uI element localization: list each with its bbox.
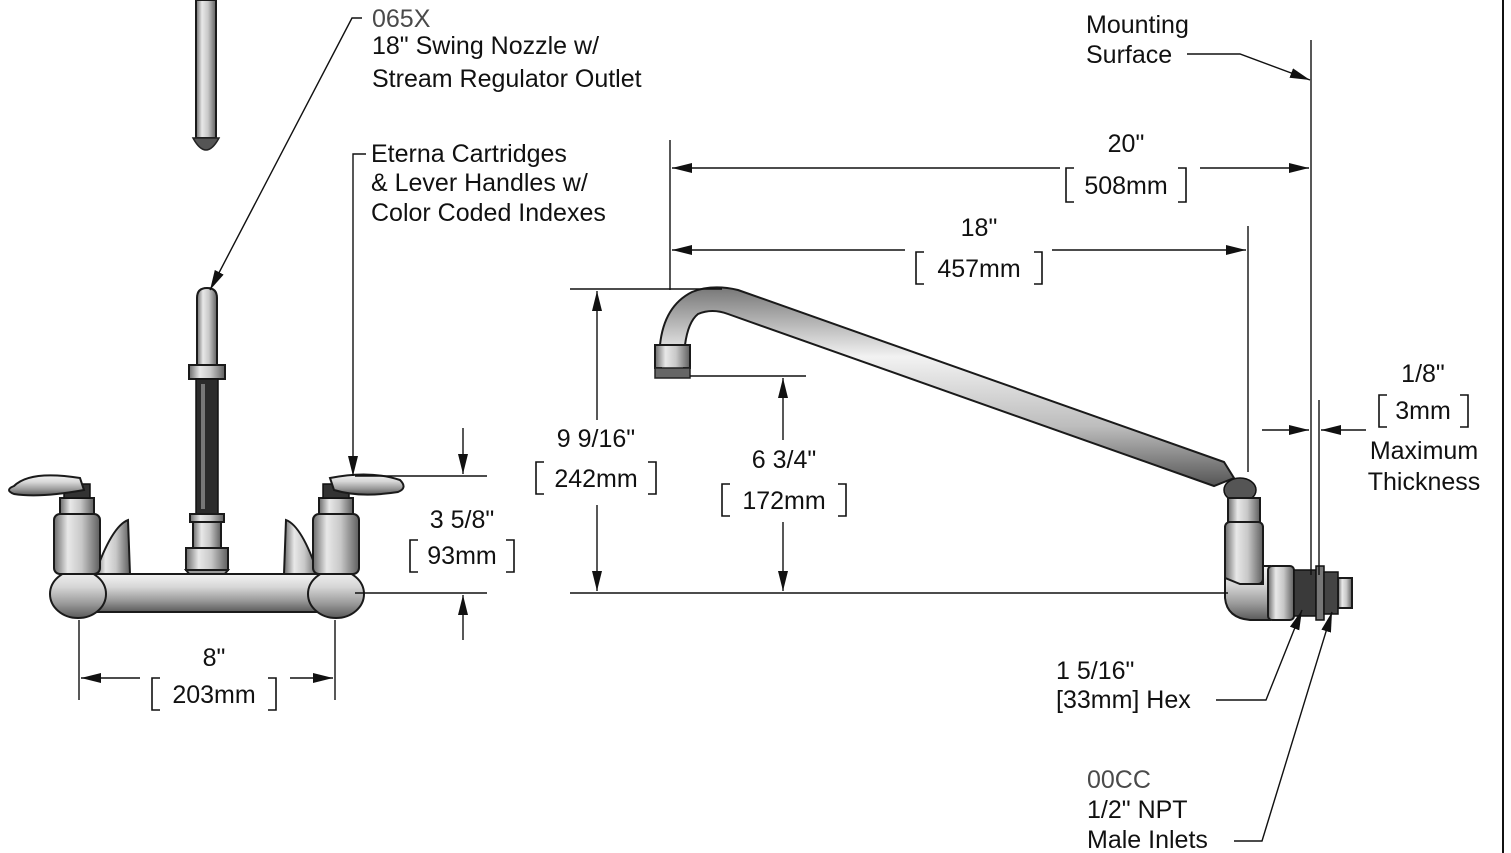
left-valve-illustration [8, 474, 101, 575]
front-view-faucet [8, 0, 405, 619]
nozzle-part-code: 065X [372, 5, 431, 33]
hex-label-line1: 1 5/16" [1056, 657, 1134, 685]
overall-reach-imperial: 20" [1108, 130, 1145, 158]
mounting-label-line2: Surface [1086, 41, 1172, 69]
hex-label-line2: [33mm] Hex [1056, 686, 1191, 714]
inlet-shank-illustration [1293, 565, 1353, 621]
thickness-label-line2: Thickness [1368, 468, 1481, 496]
outlet-height-imperial: 6 3/4" [752, 446, 816, 474]
thickness-label-line1: Maximum [1370, 437, 1478, 465]
centers-metric: 203mm [172, 681, 255, 709]
nozzle-desc-line1: 18" Swing Nozzle w/ [372, 32, 599, 60]
nozzle-reach-imperial: 18" [961, 214, 998, 242]
right-valve-illustration [312, 473, 405, 575]
handle-height-imperial: 3 5/8" [430, 506, 494, 534]
inlets-desc-line2: Male Inlets [1087, 826, 1208, 853]
side-valve-illustration [1224, 497, 1295, 621]
nozzle-desc-line2: Stream Regulator Outlet [372, 65, 642, 93]
detached-nozzle-illustration [191, 0, 221, 151]
outlet-height-metric: 172mm [742, 487, 825, 515]
cartridges-desc-line2: & Lever Handles w/ [371, 169, 588, 197]
cartridges-desc-line1: Eterna Cartridges [371, 140, 567, 168]
thickness-imperial: 1/8" [1401, 360, 1445, 388]
spout-height-metric: 242mm [554, 465, 637, 493]
thickness-metric: 3mm [1395, 397, 1451, 425]
nozzle-riser-illustration [183, 286, 231, 598]
inlets-desc-line1: 1/2" NPT [1087, 796, 1188, 824]
inlets-part-code: 00CC [1087, 766, 1151, 794]
overall-reach-metric: 508mm [1084, 172, 1167, 200]
handle-height-metric: 93mm [427, 542, 496, 570]
cartridges-desc-line3: Color Coded Indexes [371, 199, 606, 227]
centers-imperial: 8" [203, 644, 226, 672]
swing-spout-illustration [654, 286, 1257, 503]
nozzle-reach-metric: 457mm [937, 255, 1020, 283]
mounting-label-line1: Mounting [1086, 11, 1189, 39]
side-view-faucet [654, 286, 1353, 621]
spout-height-imperial: 9 9/16" [557, 425, 635, 453]
